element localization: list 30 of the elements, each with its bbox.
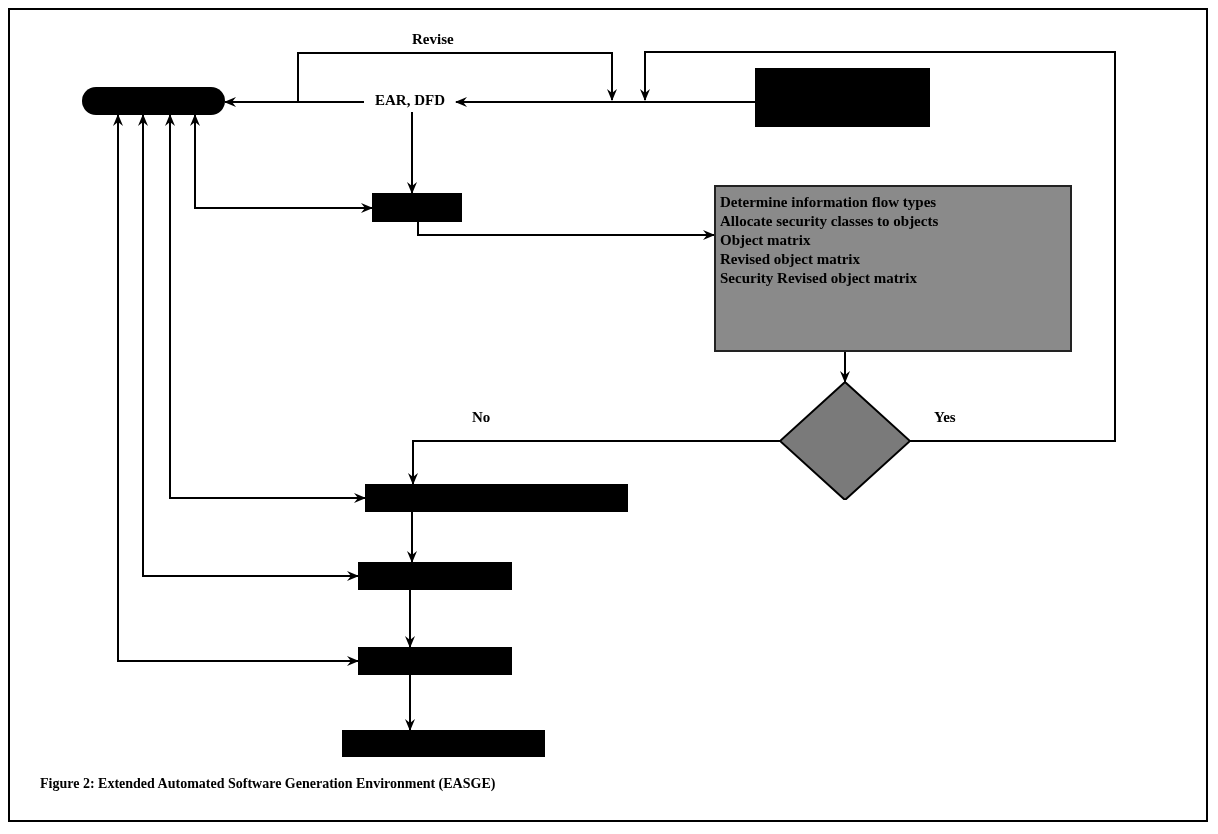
arrow bbox=[640, 51, 1116, 442]
arrow bbox=[297, 52, 617, 103]
process-box bbox=[755, 68, 930, 127]
process-box bbox=[342, 730, 545, 757]
decision-diamond bbox=[780, 382, 910, 500]
arrow bbox=[417, 221, 715, 240]
step-text: Allocate security classes to objects bbox=[720, 212, 939, 231]
arrow bbox=[455, 97, 756, 107]
step-text: Security Revised object matrix bbox=[720, 269, 918, 288]
arrow bbox=[840, 351, 850, 383]
arrow bbox=[407, 111, 417, 194]
figure-caption: Figure 2: Extended Automated Software Generation Environment (EASGE) bbox=[40, 776, 496, 792]
arrow bbox=[138, 114, 359, 581]
process-box bbox=[714, 185, 1072, 352]
arrow bbox=[407, 511, 417, 563]
step-text: Revised object matrix bbox=[720, 250, 860, 269]
arrow bbox=[405, 674, 415, 731]
process-box bbox=[365, 484, 628, 512]
terminal-pill bbox=[82, 87, 225, 115]
step-text: Object matrix bbox=[720, 231, 811, 250]
arrow bbox=[165, 114, 366, 503]
step-text: Determine information flow types bbox=[720, 193, 937, 212]
process-box bbox=[372, 193, 462, 222]
arrow bbox=[113, 114, 359, 666]
arrow bbox=[405, 589, 415, 648]
arrow bbox=[408, 440, 781, 485]
flow-label: EAR, DFD bbox=[364, 92, 456, 112]
process-box bbox=[358, 647, 512, 675]
arrow bbox=[190, 114, 373, 213]
process-box bbox=[358, 562, 512, 590]
